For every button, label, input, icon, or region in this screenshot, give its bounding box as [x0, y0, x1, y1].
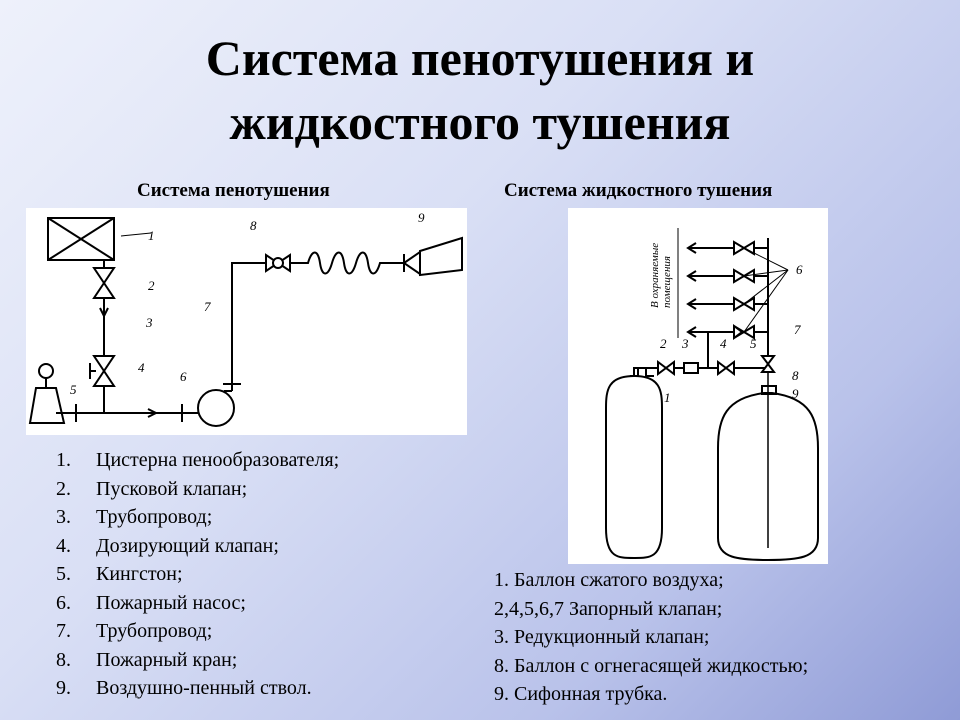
- legend-text: Трубопровод;: [96, 620, 213, 642]
- fire-hydrant: [265, 253, 291, 273]
- foam-nozzle: [402, 236, 463, 277]
- foam-diagram-label-7: 7: [204, 299, 211, 314]
- foam-diagram-label-3: 3: [145, 315, 153, 330]
- liquid-legend-item: 2,4,5,6,7 Запорный клапан;: [494, 597, 723, 620]
- foam-diagram-label-8: 8: [250, 218, 257, 233]
- discharge-lines: [686, 242, 768, 338]
- foam-legend-item: 3. Трубопровод;: [56, 503, 339, 532]
- legend-text: Трубопровод;: [96, 506, 213, 528]
- legend-number: 3.: [56, 506, 71, 528]
- foam-legend-item: 7. Трубопровод;: [56, 617, 339, 646]
- foam-diagram-label-6: 6: [180, 369, 187, 384]
- legend-number: 1.: [56, 449, 71, 471]
- fire-hose: [290, 251, 404, 275]
- fire-pump: [197, 389, 235, 427]
- foam-legend-item: 1. Цистерна пенообразователя;: [56, 446, 339, 475]
- legend-text: Пусковой клапан;: [96, 477, 248, 500]
- legend-text: Дозирующий клапан;: [96, 534, 279, 557]
- title-line-1: Система пенотушения и: [205, 30, 755, 86]
- liquid-legend-item: 1. Баллон сжатого воздуха;: [494, 569, 724, 591]
- protected-rooms-text: В охраняемые: [649, 243, 661, 308]
- dosing-valve: [89, 355, 116, 387]
- liquid-diagram-label-3: 3: [681, 336, 689, 351]
- protected-rooms-text-2: помещения: [661, 256, 673, 308]
- liquid-diagram-label-7: 7: [794, 322, 801, 337]
- legend-number: 5.: [56, 563, 71, 585]
- foam-legend-item: 5. Кингстон;: [56, 560, 339, 589]
- foam-system-legend: 1. Цистерна пенообразователя; 2. Пусковой к…: [56, 446, 339, 703]
- legend-number: 2.: [56, 477, 71, 500]
- liquid-system-subtitle: Система жидкостного тушения: [504, 180, 773, 201]
- discharge-pipe: [231, 262, 266, 391]
- liquid-diagram-label-5: 5: [750, 336, 757, 351]
- foam-legend-item: 8. Пожарный кран;: [56, 646, 339, 675]
- kingston: [28, 363, 66, 424]
- flow-arrow-main: [147, 408, 159, 418]
- flow-arrow-3: [99, 307, 109, 319]
- start-valve: [92, 267, 116, 299]
- liquid-diagram-label-4: 4: [720, 336, 727, 351]
- liquid-diagram-label-2: 2: [660, 336, 667, 351]
- liquid-cylinder: [717, 385, 819, 562]
- valve-group-2-4-5: [657, 324, 776, 376]
- legend-number: 8.: [56, 648, 71, 671]
- shutoff-valves-6: [733, 240, 755, 340]
- liquid-legend-item: 9. Сифонная трубка.: [494, 683, 668, 705]
- legend-text: Пожарный кран;: [96, 648, 238, 671]
- foam-diagram-label-9: 9: [418, 210, 425, 225]
- liquid-diagram-label-9: 9: [792, 386, 799, 401]
- svg-text:В охраняемые помещения: В охраняемые помещения: [649, 240, 673, 308]
- legend-number: 7.: [56, 620, 71, 642]
- liquid-diagram-label-8: 8: [792, 368, 799, 383]
- foam-diagram-label-4: 4: [138, 360, 145, 375]
- foam-legend-item: 6. Пожарный насос;: [56, 589, 339, 618]
- liquid-legend-item: 3. Редукционный клапан;: [494, 626, 710, 648]
- legend-number: 6.: [56, 591, 71, 614]
- foam-system-diagram: 1 2 3 4 5 6 7 8 9: [26, 208, 467, 435]
- title-line-2: жидкостного тушения: [229, 94, 731, 150]
- foam-diagram-label-5: 5: [70, 382, 77, 397]
- liquid-diagram-label-6: 6: [796, 262, 803, 277]
- air-line: [633, 331, 728, 376]
- legend-text: Воздушно-пенный ствол.: [96, 677, 312, 699]
- legend-text: Пожарный насос;: [96, 591, 246, 614]
- liquid-legend-item: 8. Баллон с огнегасящей жидкостью;: [494, 654, 809, 677]
- foam-diagram-label-1: 1: [148, 228, 155, 243]
- foam-legend-item: 2. Пусковой клапан;: [56, 475, 339, 504]
- foam-system-subtitle: Система пенотушения: [137, 180, 330, 201]
- legend-text: Цистерна пенообразователя;: [96, 449, 340, 471]
- foam-diagram-label-2: 2: [148, 278, 155, 293]
- compressed-air-cylinder: [605, 367, 663, 560]
- foam-legend-item: 4. Дозирующий клапан;: [56, 532, 339, 561]
- legend-number: 4.: [56, 534, 71, 557]
- legend-number: 9.: [56, 677, 71, 699]
- liquid-diagram-label-1: 1: [664, 390, 671, 405]
- legend-text: Кингстон;: [96, 563, 183, 585]
- slide-title: Система пенотушения и жидкостного тушени…: [0, 26, 960, 154]
- foam-tank: [47, 217, 115, 261]
- foam-legend-item: 9. Воздушно-пенный ствол.: [56, 674, 339, 703]
- liquid-system-legend: 1. Баллон сжатого воздуха; 2,4,5,6,7 Запо…: [494, 566, 808, 709]
- liquid-system-diagram: В охраняемые помещения 6 7 2 3 4 5 1 8 9: [568, 208, 828, 564]
